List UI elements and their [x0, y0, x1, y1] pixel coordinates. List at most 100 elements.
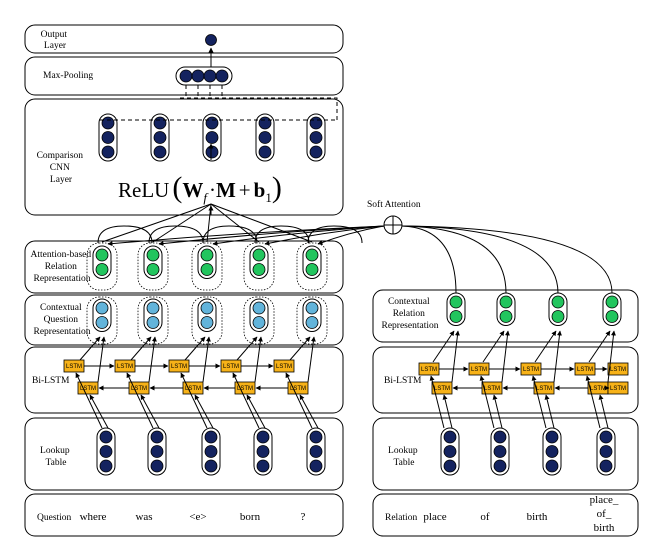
relation-to-attention [401, 225, 559, 294]
attention-arc [307, 225, 363, 244]
relation-word: birth [527, 511, 548, 523]
input-arrow [75, 372, 103, 429]
input-arrow [232, 372, 260, 429]
lstm-output-arrow [451, 330, 460, 383]
lstm-cell: LSTM [607, 362, 629, 376]
dotted-group [296, 296, 328, 345]
vector-cell [215, 69, 229, 83]
vector-cell [309, 116, 323, 130]
vector-cell [99, 459, 113, 473]
dotted-group [137, 296, 169, 345]
left-lookup-panel [24, 417, 344, 491]
vector-cell [443, 459, 457, 473]
vector-cell [95, 248, 109, 262]
vector-cell [205, 131, 219, 144]
lstm-cell: LSTM [468, 362, 490, 376]
vector-cell [309, 459, 323, 473]
lstm-output-arrow [607, 330, 616, 383]
lstm-label: LSTM [290, 386, 306, 392]
lstm-label: LSTM [536, 386, 552, 392]
max-pooling-label: Max-Pooling [43, 71, 93, 81]
input-arrow [598, 394, 609, 429]
attention-weight-arrow [317, 225, 385, 245]
lstm-output-arrow [553, 330, 562, 383]
input-arrow [429, 375, 445, 429]
vector-cell [499, 295, 513, 309]
input-arrow [126, 372, 154, 429]
vector-cell [204, 459, 218, 473]
vector-cell [95, 316, 109, 329]
vector-cell [191, 69, 205, 83]
attention-to-cnn [210, 203, 260, 243]
vector-cell [204, 445, 218, 458]
vector-cell [599, 445, 613, 458]
relation-label: Relation [385, 513, 417, 523]
lstm-cell: LSTM [77, 381, 99, 395]
vector-cell [545, 445, 559, 458]
lstm-output-arrow [289, 336, 311, 361]
vector-cell [599, 430, 613, 444]
attention-weight-arrow [158, 225, 385, 247]
vector-cell [443, 430, 457, 444]
lstm-label: LSTM [80, 386, 96, 392]
vector-cell [205, 145, 219, 159]
lstm-box [431, 381, 453, 395]
vector-cell [203, 69, 217, 83]
vector-cell [605, 295, 619, 309]
input-arrow [246, 394, 266, 429]
vector-cell [101, 116, 115, 130]
vector-cell [150, 459, 164, 473]
vector-cell [200, 248, 214, 262]
question-word: ? [301, 511, 306, 523]
vector-cell [205, 116, 219, 130]
lstm-output-arrow [307, 336, 316, 383]
question-label: Question [37, 513, 72, 523]
lstm-output-arrow [202, 336, 211, 383]
relation-to-attention [401, 225, 507, 294]
vector-cell [551, 310, 565, 323]
lstm-label: LSTM [237, 386, 253, 392]
vector-cell [305, 301, 319, 315]
vector-cell [153, 131, 167, 144]
lstm-output-arrow [184, 336, 206, 361]
lstm-cell: LSTM [220, 359, 242, 373]
lstm-label: LSTM [434, 386, 450, 392]
relation-word: of [480, 511, 490, 523]
vector-cell [545, 430, 559, 444]
lstm-label: LSTM [185, 386, 201, 392]
vector-cell [252, 301, 266, 315]
question-word: was [135, 511, 152, 523]
lstm-cell: LSTM [168, 359, 190, 373]
question-word: <e> [189, 511, 206, 523]
right-bilstm-label: Bi-LSTM [384, 376, 422, 386]
input-arrow [299, 394, 319, 429]
vector-cell [179, 69, 193, 83]
vector-cell [493, 459, 507, 473]
dotted-group [137, 242, 169, 291]
lstm-label: LSTM [276, 364, 292, 370]
vector-cell [305, 263, 319, 276]
soft-attention-node [383, 215, 403, 235]
vector-cell [309, 445, 323, 458]
input-arrow [585, 375, 601, 429]
vector-cell [95, 301, 109, 315]
input-arrow [442, 394, 453, 429]
input-arrow [194, 394, 214, 429]
lstm-output-arrow [130, 336, 152, 361]
lstm-output-arrow [534, 330, 557, 363]
vector-cell [305, 316, 319, 329]
left-lookup-label: Lookup Table [40, 446, 72, 468]
vector-cell [146, 316, 160, 329]
input-arrow [285, 372, 313, 429]
attention-repr-label: Attention-based Relation Representation [30, 250, 93, 284]
relation-word: place [423, 511, 446, 523]
dotted-group [296, 242, 328, 291]
vector-cell [252, 248, 266, 262]
lstm-box [607, 362, 629, 376]
lstm-label: LSTM [484, 386, 500, 392]
question-word: born [240, 511, 261, 523]
output-layer-label: Output Layer [41, 30, 70, 51]
lstm-output-arrow [482, 330, 505, 363]
vector-cell [99, 445, 113, 458]
attention-to-cnn [152, 203, 212, 243]
